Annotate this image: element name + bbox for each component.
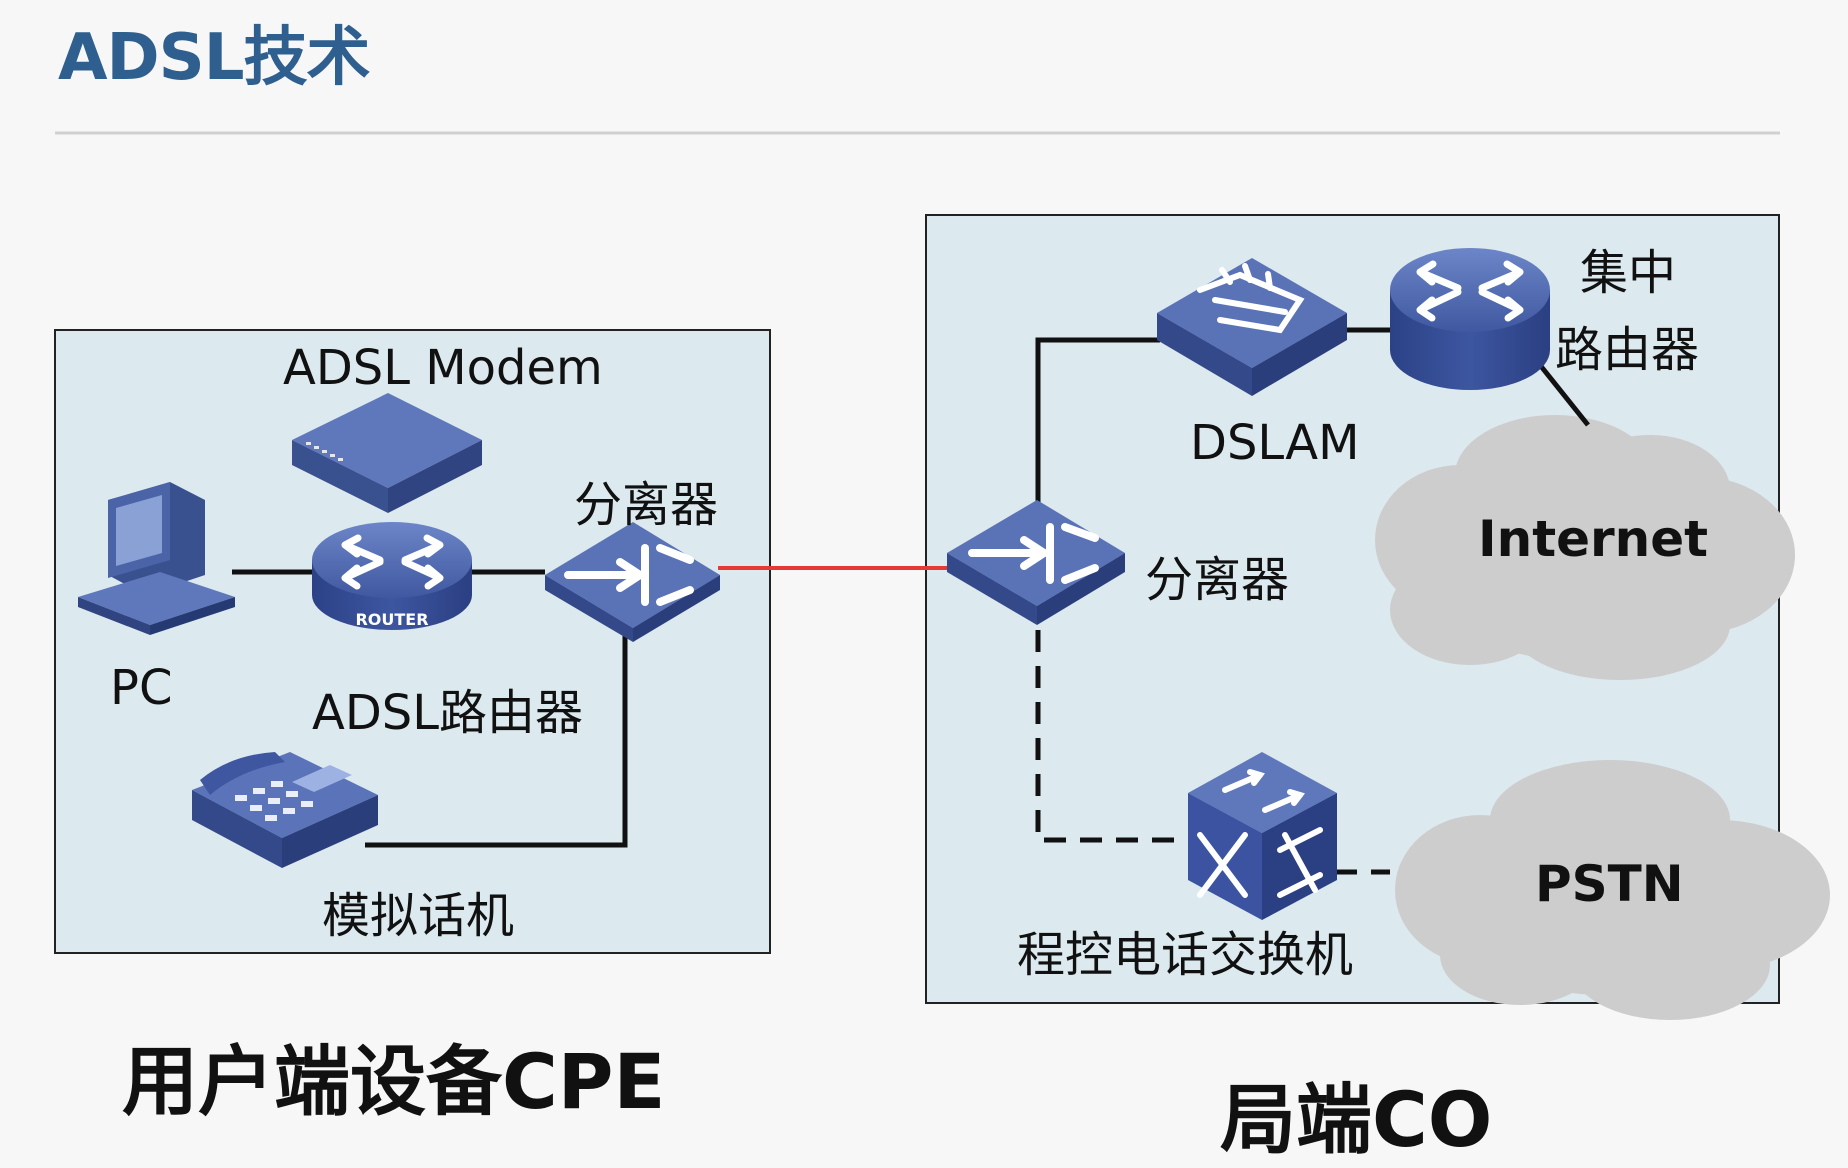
core-router-icon [1390,248,1550,390]
splitter-switch-dashed-link [1035,630,1188,843]
phone-label: 模拟话机 [322,888,515,944]
co-section-label: 局端CO [1220,1075,1493,1164]
splitter-phone-link [365,630,628,848]
router-badge: ROUTER [355,610,428,629]
dslam-label: DSLAM [1190,415,1360,471]
switch-label: 程控电话交换机 [1017,927,1354,983]
slide: ADSL技术 [54,21,1830,1164]
pc-label: PC [110,660,173,716]
switch-icon [1188,752,1337,920]
adsl-modem-icon [292,393,482,513]
co-splitter-label: 分离器 [1145,552,1290,608]
adsl-router-label: ADSL路由器 [312,685,584,741]
adsl-modem-label: ADSL Modem [283,340,603,396]
internet-label: Internet [1478,510,1709,568]
cpe-splitter-label: 分离器 [574,477,719,533]
router-icon: ROUTER [312,522,472,630]
page-title: ADSL技术 [58,21,371,95]
pc-icon [78,482,235,635]
router-internet-link [1538,363,1590,427]
adsl-network-diagram: ROUTER [54,131,1830,1020]
dslam-icon [1157,258,1347,396]
core-router-label-line2: 路由器 [1555,322,1700,378]
phone-icon [192,752,378,868]
internet-cloud-icon [1375,415,1795,680]
cpe-section-label: 用户端设备CPE [122,1037,666,1126]
co-splitter-icon [947,500,1125,625]
core-router-label-line1: 集中 [1580,245,1677,301]
splitter-dslam-link [1035,337,1160,505]
splitter-icon [545,522,720,642]
pstn-cloud-icon [1395,760,1830,1020]
pstn-label: PSTN [1535,855,1684,913]
